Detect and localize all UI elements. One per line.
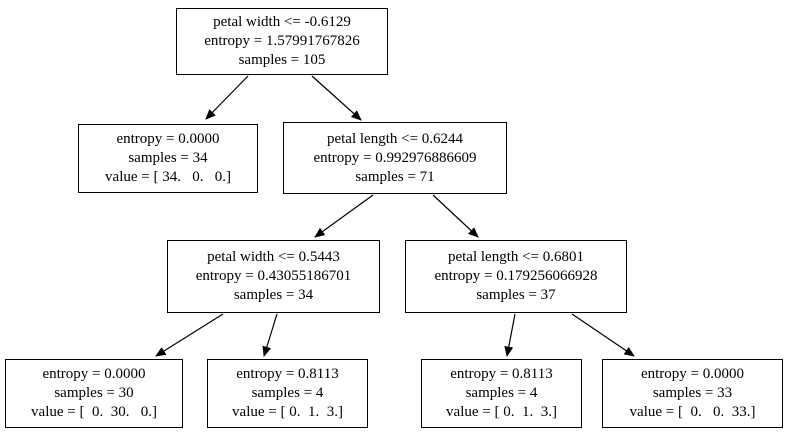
node-samples: samples = 33 xyxy=(652,385,733,401)
node-value: value = [ 0. 0. 33.] xyxy=(629,404,756,420)
node-condition: petal width <= 0.5443 xyxy=(207,249,340,265)
node-entropy: entropy = 1.57991767826 xyxy=(204,33,360,49)
edge-split37-to-leaf3 xyxy=(504,313,516,357)
tree-node-depth1-right-split: petal length <= 0.6244 entropy = 0.99297… xyxy=(283,122,507,194)
node-samples: samples = 71 xyxy=(355,168,435,185)
node-condition: petal length <= 0.6244 xyxy=(326,130,464,147)
node-samples: samples = 4 xyxy=(251,385,324,401)
node-entropy: entropy = 0.0000 xyxy=(42,366,146,382)
tree-node-leaf-1: entropy = 0.0000 samples = 30 value = [ … xyxy=(5,359,183,428)
node-samples: samples = 105 xyxy=(238,52,326,68)
node-value: value = [ 0. 30. 0.] xyxy=(31,404,157,420)
node-entropy: entropy = 0.179256066928 xyxy=(434,268,598,284)
node-value: value = [ 0. 1. 3.] xyxy=(446,404,557,420)
tree-node-leaf-4: entropy = 0.0000 samples = 33 value = [ … xyxy=(602,359,783,428)
edge-split71-to-split37 xyxy=(432,194,479,238)
edge-root-to-right-split xyxy=(311,75,362,121)
node-samples: samples = 37 xyxy=(476,287,556,303)
node-samples: samples = 4 xyxy=(465,385,538,401)
node-value: value = [ 34. 0. 0.] xyxy=(105,169,231,185)
tree-node-root: petal width <= -0.6129 entropy = 1.57991… xyxy=(176,8,388,75)
tree-node-leaf-2: entropy = 0.8113 samples = 4 value = [ 0… xyxy=(207,359,368,428)
node-entropy: entropy = 0.8113 xyxy=(450,366,553,382)
tree-node-depth2-left-split: petal width <= 0.5443 entropy = 0.430551… xyxy=(167,240,380,313)
tree-node-depth2-right-split: petal length <= 0.6801 entropy = 0.17925… xyxy=(405,240,627,313)
tree-node-depth1-left-leaf: entropy = 0.0000 samples = 34 value = [ … xyxy=(78,124,258,193)
edge-split71-to-split34 xyxy=(314,194,374,238)
node-entropy: entropy = 0.0000 xyxy=(116,131,220,147)
node-condition: petal width <= -0.6129 xyxy=(213,14,351,30)
node-entropy: entropy = 0.0000 xyxy=(640,366,745,382)
node-entropy: entropy = 0.8113 xyxy=(236,366,339,382)
edge-root-to-left-leaf xyxy=(205,75,249,120)
edge-split34-to-leaf1 xyxy=(155,313,224,357)
node-value: value = [ 0. 1. 3.] xyxy=(232,404,343,420)
node-entropy: entropy = 0.43055186701 xyxy=(195,268,352,284)
node-entropy: entropy = 0.992976886609 xyxy=(313,149,477,166)
edge-split37-to-leaf4 xyxy=(571,313,635,357)
node-samples: samples = 30 xyxy=(54,385,134,401)
edge-split34-to-leaf2 xyxy=(262,313,278,357)
node-samples: samples = 34 xyxy=(128,150,208,166)
node-condition: petal length <= 0.6801 xyxy=(447,249,585,265)
node-samples: samples = 34 xyxy=(233,287,314,303)
tree-node-leaf-3: entropy = 0.8113 samples = 4 value = [ 0… xyxy=(421,359,582,428)
